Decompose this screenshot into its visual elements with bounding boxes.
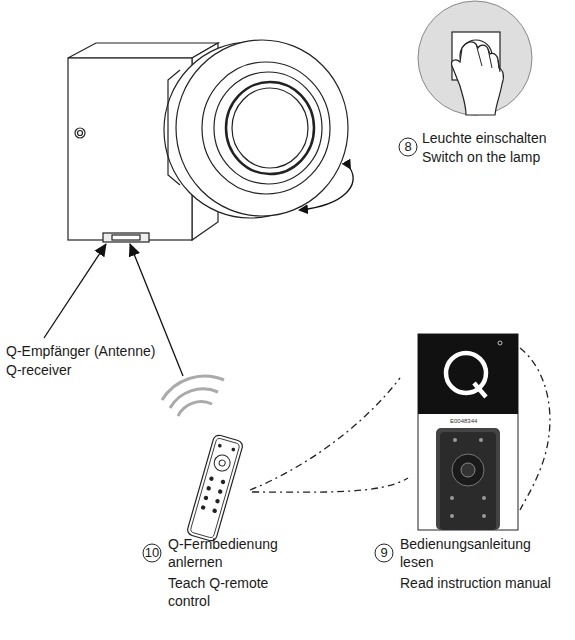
remote-control: [186, 434, 244, 542]
caption-text: Read instruction manual: [400, 574, 552, 592]
callout-number-text: 10: [142, 543, 162, 563]
manual-code: E0048344: [450, 417, 477, 425]
instruction-manual: [418, 334, 518, 530]
caption-text: Q-Fernbedienung anlernen: [168, 535, 292, 571]
callout-number: 8: [398, 137, 418, 157]
callout-number-text: 8: [398, 137, 418, 157]
caption-text: Teach Q-remote control: [168, 574, 292, 610]
caption-text: Q-Empfänger (Antenne): [6, 342, 155, 360]
callout-number: 10: [142, 543, 162, 563]
signal-waves: [162, 376, 224, 416]
caption-text: Q-receiver: [6, 361, 71, 379]
callout-number-text: 9: [374, 543, 394, 563]
switch-icon: [418, 1, 532, 115]
spotlight-head: [164, 40, 348, 218]
caption-text: Switch on the lamp: [422, 148, 540, 166]
rotate-arrow: [300, 168, 353, 210]
leader-arrow: [44, 244, 106, 338]
callout-number: 9: [374, 543, 394, 563]
caption-text: Leuchte einschalten: [422, 129, 547, 147]
caption-text: Bedienungsanleitung lesen: [400, 535, 552, 571]
